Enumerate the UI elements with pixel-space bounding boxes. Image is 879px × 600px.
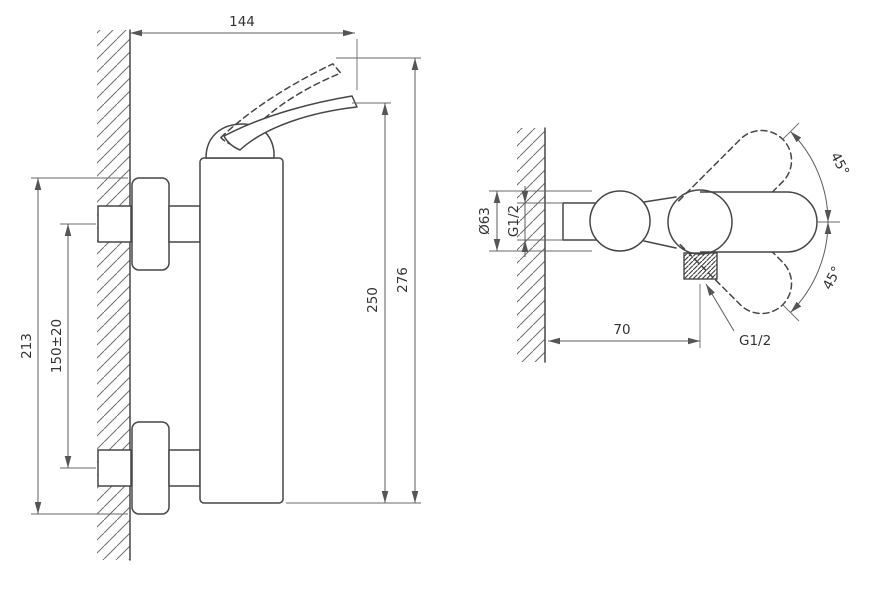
dim-width: 144 (130, 14, 358, 90)
dim-width-label: 144 (229, 14, 255, 30)
outlet-thread-leader: G1/2 (705, 283, 771, 349)
dim-inlet-thread: G1/2 (506, 186, 563, 257)
dim-flange-span-label: 213 (19, 333, 35, 359)
connector-top (168, 205, 201, 243)
lever-handle (223, 95, 358, 151)
dim-flange-span: 213 (19, 177, 128, 515)
wall-flange-top (131, 177, 170, 271)
swivel-angle-down-label: 45° (820, 264, 845, 293)
dim-inlet-spacing: 150±20 (49, 223, 96, 469)
dim-flange-diameter-label: Ø63 (477, 207, 493, 235)
front-view-group: Ø63 G1/2 70 G1/2 45° (477, 122, 852, 363)
dim-body-height-label: 250 (365, 287, 381, 313)
dim-inlet-spacing-label: 150±20 (49, 319, 65, 373)
handle-swing-down-dashed (678, 200, 793, 315)
escutcheon-circle (589, 190, 651, 252)
wall-flange-bottom (131, 421, 170, 515)
neck-lines (643, 196, 677, 249)
dim-inlet-thread-label: G1/2 (506, 205, 522, 237)
dim-flange-diameter: Ø63 (477, 190, 592, 252)
dim-wall-offset-label: 70 (613, 322, 630, 338)
connector-bottom (168, 449, 201, 487)
handle-swing-up-dashed (678, 129, 793, 244)
dim-wall-offset: 70 (548, 284, 701, 348)
mixer-body-side (199, 157, 284, 504)
side-view-group: 144 276 250 213 150±20 (19, 14, 421, 561)
handle-capsule (700, 191, 818, 253)
dim-overall-height-label: 276 (395, 267, 411, 293)
outlet-thread-label: G1/2 (739, 333, 771, 349)
dim-overall-height: 276 (286, 57, 421, 504)
outlet-threads (683, 252, 718, 280)
dim-body-height: 250 (352, 102, 391, 503)
front-wall-hatch (517, 127, 546, 363)
supply-pipe-top (97, 205, 132, 243)
supply-pipe-bottom (97, 449, 132, 487)
swivel-angle-up-label: 45° (827, 150, 852, 179)
